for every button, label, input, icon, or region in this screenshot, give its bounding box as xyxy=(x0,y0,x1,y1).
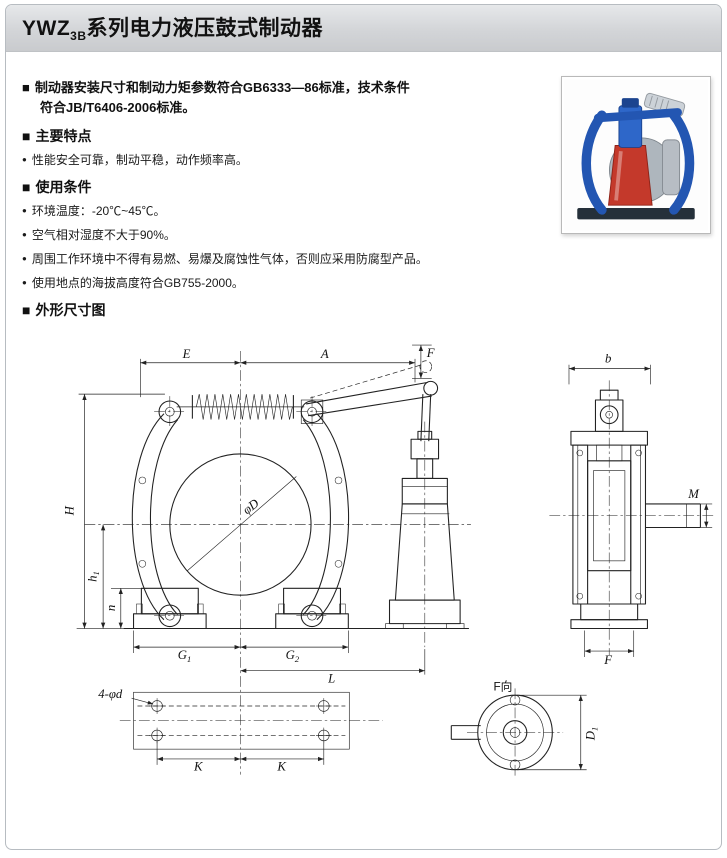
dot-marker: ● xyxy=(22,206,27,215)
photo-frame-right-arm xyxy=(669,110,695,215)
title-model: YWZ xyxy=(22,17,71,41)
square-marker: ■ xyxy=(22,128,31,144)
dim-label-h1: h1 xyxy=(85,571,101,582)
square-marker: ■ xyxy=(22,179,31,195)
dim-label-M: M xyxy=(687,487,700,501)
standards-line-2: 符合JB/T6406-2006标准。 xyxy=(40,100,196,115)
dim-label-F-top: F xyxy=(426,346,435,360)
dot-marker: ● xyxy=(22,254,27,263)
dim-label-L: L xyxy=(327,671,335,685)
f-view-title: F向 xyxy=(493,679,512,693)
dot-marker: ● xyxy=(22,230,27,239)
product-photo-image xyxy=(564,79,708,231)
title-text: 系列电力液压鼓式制动器 xyxy=(86,17,323,41)
dimension-drawing-svg: φD xyxy=(63,344,717,779)
standards-line-1: 制动器安装尺寸和制动力矩参数符合GB6333—86标准，技术条件 xyxy=(34,80,410,95)
dim-label-D1: D1 xyxy=(583,727,599,742)
photo-frame-left-arm xyxy=(581,110,607,215)
plan-view: 4-φd K K xyxy=(98,687,383,774)
dim-label-b: b xyxy=(605,352,611,366)
front-view: φD xyxy=(63,344,471,775)
condition-item: ●空气相对湿度不大于90%。 xyxy=(22,228,176,242)
standards-paragraph: ■ 制动器安装尺寸和制动力矩参数符合GB6333—86标准，技术条件符合JB/T6… xyxy=(22,78,562,118)
dot-marker: ● xyxy=(22,278,27,287)
feature-item: ●性能安全可靠，制动平稳，动作频率高。 xyxy=(22,153,248,167)
dim-label-K-right: K xyxy=(276,760,287,774)
square-marker: ■ xyxy=(22,80,30,95)
conditions-heading: ■使用条件 xyxy=(22,179,92,195)
dim-label-A: A xyxy=(320,347,329,361)
page-header: YWZ3B系列电力液压鼓式制动器 xyxy=(6,5,721,52)
dim-label-E: E xyxy=(182,347,191,361)
content-area: ■ 制动器安装尺寸和制动力矩参数符合GB6333—86标准，技术条件符合JB/T6… xyxy=(6,52,721,320)
dot-marker: ● xyxy=(22,155,27,164)
dim-label-K-left: K xyxy=(193,760,204,774)
dim-label-n: n xyxy=(104,605,118,611)
title-model-sub: 3B xyxy=(70,29,87,44)
condition-item: ●周围工作环境中不得有易燃、易爆及腐蚀性气体，否则应采用防腐型产品。 xyxy=(22,252,428,266)
f-direction-view: F向 D1 xyxy=(450,679,599,779)
dimension-drawing: φD xyxy=(8,323,721,839)
photo-brake-shoe xyxy=(662,139,681,196)
dim-label-G1: G1 xyxy=(178,648,192,664)
dim-label-F-side: F xyxy=(603,653,612,667)
outline-heading: ■外形尺寸图 xyxy=(22,302,106,318)
square-marker: ■ xyxy=(22,302,31,318)
condition-item: ●环境温度：-20℃~45℃。 xyxy=(22,204,166,218)
dim-label-H: H xyxy=(63,505,77,516)
catalog-page: YWZ3B系列电力液压鼓式制动器 ■ 制动器安装尺寸和制动力矩参数符合GB6333… xyxy=(5,4,722,850)
photo-frame-top-bar xyxy=(593,108,682,123)
dim-label-G2: G2 xyxy=(286,648,300,664)
dim-label-phiD: φD xyxy=(240,496,261,517)
dim-label-holes: 4-φd xyxy=(98,687,123,701)
text-column: ■ 制动器安装尺寸和制动力矩参数符合GB6333—86标准，技术条件符合JB/T6… xyxy=(22,78,562,320)
side-view: b xyxy=(549,352,717,667)
product-photo xyxy=(561,76,711,234)
features-heading: ■主要特点 xyxy=(22,128,92,144)
condition-item: ●使用地点的海拔高度符合GB755-2000。 xyxy=(22,276,244,290)
page-title: YWZ3B系列电力液压鼓式制动器 xyxy=(22,12,323,43)
photo-base xyxy=(577,208,695,220)
